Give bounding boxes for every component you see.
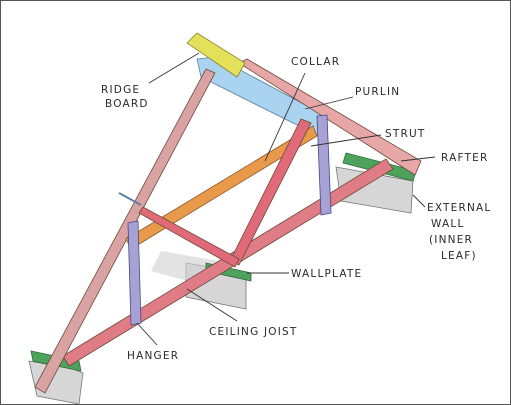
label-strut: STRUT xyxy=(385,128,425,140)
leader-collar xyxy=(264,72,306,162)
label-external-wall-4: LEAF) xyxy=(441,250,477,262)
label-external-wall-1: EXTERNAL xyxy=(427,202,491,214)
leader-ceiling-joist xyxy=(186,288,238,322)
leader-purlin xyxy=(304,96,354,110)
strut xyxy=(229,118,312,266)
label-ceiling-joist: CEILING JOIST xyxy=(209,326,297,338)
rafter-right xyxy=(238,58,422,176)
ridge-board xyxy=(186,32,246,78)
leader-strut xyxy=(310,134,382,147)
label-ridge-board-2: BOARD xyxy=(105,98,149,110)
label-ridge-board-1: RIDGE xyxy=(101,84,140,96)
label-hanger: HANGER xyxy=(127,350,179,362)
label-external-wall-3: (INNER xyxy=(429,234,473,246)
hanger-right xyxy=(316,114,332,216)
label-purlin: PURLIN xyxy=(355,86,400,98)
hanger-left xyxy=(127,220,142,326)
rafter-left xyxy=(34,68,216,394)
leader-rafter xyxy=(400,156,436,162)
leader-hanger xyxy=(136,322,158,346)
label-collar: COLLAR xyxy=(291,56,340,68)
label-external-wall-2: WALL xyxy=(431,218,465,230)
label-rafter: RAFTER xyxy=(441,152,488,164)
label-wallplate: WALLPLATE xyxy=(291,268,362,280)
leader-ridge-board xyxy=(148,52,200,84)
leader-external-wall xyxy=(412,194,426,208)
binder-stub xyxy=(118,192,142,206)
strut-brace xyxy=(138,206,240,268)
